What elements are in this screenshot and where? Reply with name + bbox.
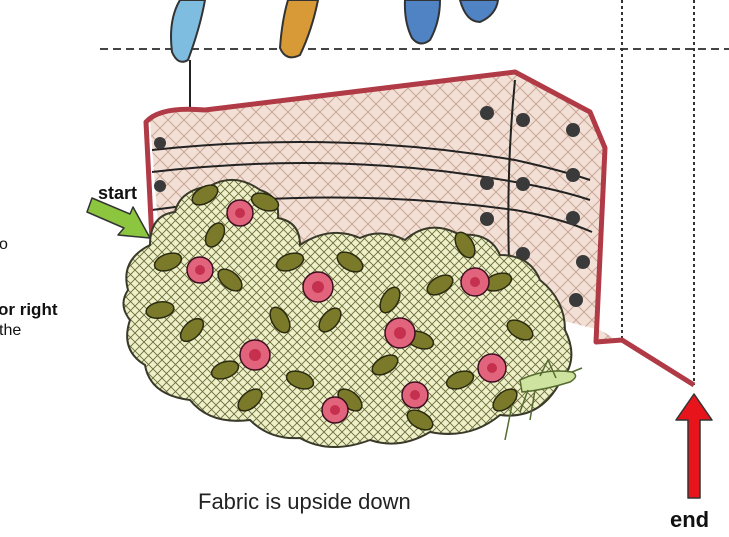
start-arrow-icon [87, 198, 150, 238]
left-fragment-3: the [0, 322, 21, 340]
left-fragment-1: o [0, 236, 8, 254]
start-label: start [98, 183, 137, 204]
left-fragment-2: or right [0, 300, 58, 320]
top-shapes [171, 0, 498, 62]
end-label: end [670, 507, 709, 533]
caption: Fabric is upside down [198, 489, 411, 515]
end-arrow-icon [676, 394, 712, 498]
